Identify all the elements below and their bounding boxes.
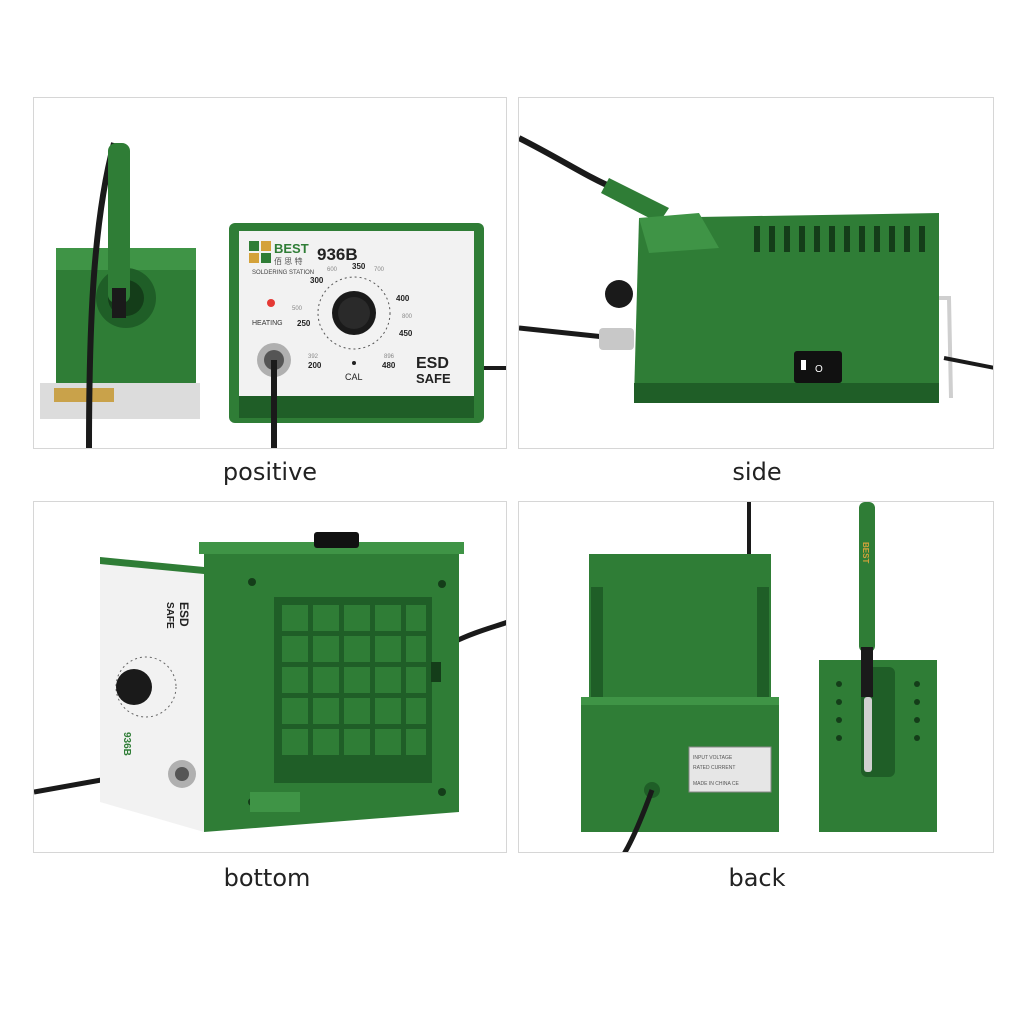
power-switch-icon[interactable]: O — [794, 351, 842, 383]
esd-top-bottom-view: ESD — [177, 602, 191, 627]
brand-on-iron: BEST — [861, 542, 870, 563]
dial-label-250: 250 — [297, 319, 311, 328]
iron-holder-back — [819, 660, 937, 832]
dial-sub-896: 896 — [384, 354, 395, 360]
panel-positive: BEST 佰 思 特 936B SOLDERING STATION HEATIN… — [33, 97, 507, 449]
esd-bottom-bottom-view: SAFE — [164, 602, 175, 629]
station-front: BEST 佰 思 特 936B SOLDERING STATION HEATIN… — [229, 223, 506, 448]
dial-knob[interactable] — [605, 280, 633, 308]
label-line-1: INPUT VOLTAGE — [693, 755, 733, 761]
model-number: 936B — [317, 245, 358, 264]
heating-label: HEATING — [252, 320, 283, 327]
soldering-iron: BEST — [859, 502, 875, 772]
dial-sub-392: 392 — [308, 354, 319, 360]
dial-label-450: 450 — [399, 329, 413, 338]
panel-back: INPUT VOLTAGE RATED CURRENT MADE IN CHIN… — [518, 501, 994, 853]
station-back: INPUT VOLTAGE RATED CURRENT MADE IN CHIN… — [581, 554, 779, 852]
label-line-3: MADE IN CHINA CE — [693, 781, 740, 787]
back-view-image: INPUT VOLTAGE RATED CURRENT MADE IN CHIN… — [581, 502, 937, 852]
brand-logo-icon — [249, 241, 271, 263]
panel-bottom: ESD SAFE 936B — [33, 501, 507, 853]
brand-name: BEST — [274, 241, 309, 256]
esd-top: ESD — [416, 355, 449, 372]
positive-view-image: BEST 佰 思 特 936B SOLDERING STATION HEATIN… — [40, 142, 506, 448]
label-line-2: RATED CURRENT — [693, 765, 735, 771]
switch-label: O — [815, 364, 823, 375]
panel-side: O — [518, 97, 994, 449]
station-side: O — [605, 213, 993, 403]
cal-label: CAL — [345, 372, 363, 382]
dial-label-400: 400 — [396, 294, 410, 303]
dial-sub-700: 700 — [374, 267, 385, 273]
dial-label-480: 480 — [382, 361, 396, 370]
brand-cn: 佰 思 特 — [274, 256, 302, 266]
dial-label-200: 200 — [308, 361, 322, 370]
vent-slots — [754, 226, 925, 252]
dial-label-350: 350 — [352, 262, 366, 271]
bottom-view-image: ESD SAFE 936B — [34, 532, 506, 832]
dial-sub-500: 500 — [292, 306, 303, 312]
caption-back: back — [728, 864, 786, 892]
caption-bottom: bottom — [223, 864, 311, 892]
soldering-iron — [108, 143, 130, 303]
rating-label: INPUT VOLTAGE RATED CURRENT MADE IN CHIN… — [688, 746, 772, 793]
dial-sub-600: 600 — [327, 267, 338, 273]
bottom-grid — [274, 597, 432, 783]
temperature-dial[interactable] — [317, 276, 391, 350]
caption-side: side — [732, 458, 782, 486]
model-number-bottom-view: 936B — [121, 732, 132, 756]
dial-knob[interactable] — [116, 669, 152, 705]
caption-positive: positive — [222, 458, 318, 486]
soldering-iron — [601, 178, 669, 223]
esd-bottom: SAFE — [416, 371, 451, 386]
product-subtitle: SOLDERING STATION — [252, 270, 314, 276]
station-bottom: ESD SAFE 936B — [100, 532, 464, 832]
power-switch-icon[interactable] — [314, 532, 359, 548]
heating-led — [267, 299, 275, 307]
dial-label-300: 300 — [310, 276, 324, 285]
dial-sub-800: 800 — [402, 314, 413, 320]
side-view-image: O — [519, 135, 993, 403]
